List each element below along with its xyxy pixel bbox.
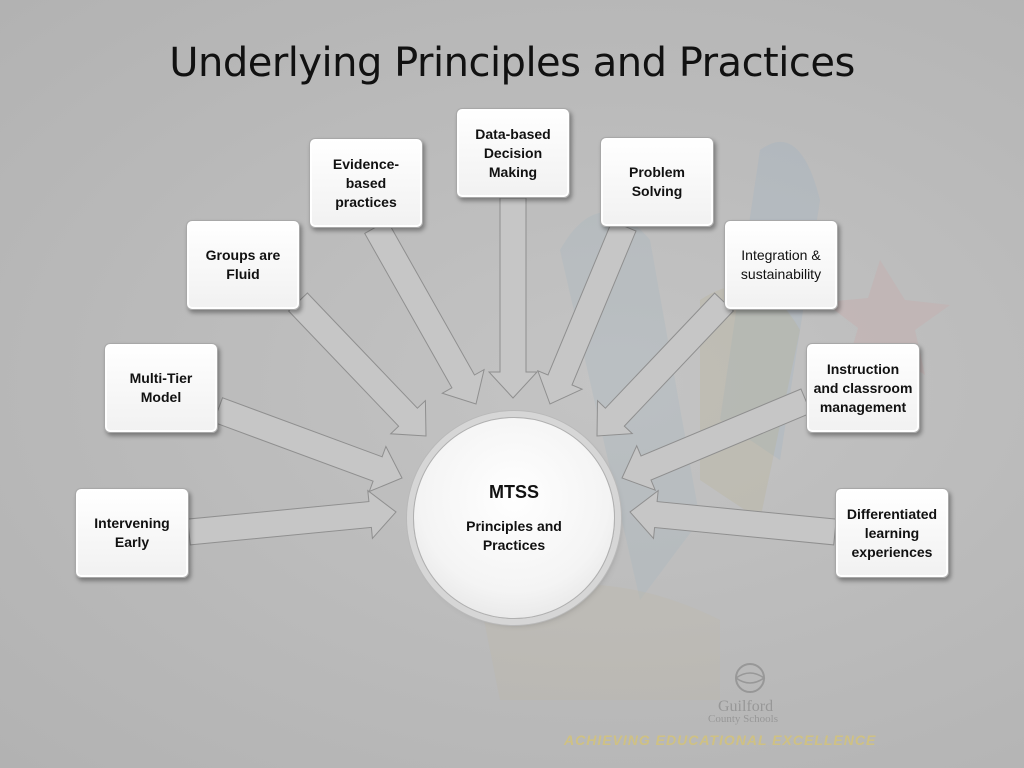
label-data-based-decision-making: Data-based Decision Making (475, 125, 551, 180)
arrow-multi-tier-model (212, 397, 403, 493)
mtss-center-circle: MTSS Principles and Practices (413, 417, 615, 619)
box-multi-tier-model: Multi-Tier Model (104, 343, 218, 433)
center-title: MTSS (488, 481, 539, 502)
arrow-integration-sustainability (596, 292, 735, 437)
logo-name: Guilford (718, 698, 774, 715)
center-subtitle: Principles and Practices (466, 517, 562, 553)
arrow-problem-solving (536, 220, 637, 405)
box-instruction-classroom-management: Instruction and classroom management (806, 343, 920, 433)
label-multi-tier-model: Multi-Tier Model (129, 370, 193, 405)
box-differentiated-learning: Differentiated learning experiences (835, 488, 949, 578)
globe-icon (735, 663, 766, 693)
label-differentiated-learning: Differentiated learning experiences (846, 505, 938, 560)
arrow-data-based-decision-making (487, 197, 539, 399)
arrow-evidence-based-practices (364, 219, 485, 405)
label-groups-are-fluid: Groups are Fluid (205, 247, 281, 282)
label-integration-sustainability: Integration & sustainability (740, 247, 822, 282)
box-evidence-based-practices: Evidence- based practices (309, 138, 423, 228)
box-integration-sustainability: Integration & sustainability (724, 220, 838, 310)
arrow-instruction-classroom-management (621, 388, 812, 491)
box-groups-are-fluid: Groups are Fluid (186, 220, 300, 310)
box-problem-solving: Problem Solving (600, 137, 714, 227)
box-intervening-early: Intervening Early (75, 488, 189, 578)
district-logo: Guilford County Schools (700, 660, 800, 730)
logo-subname: County Schools (708, 713, 778, 725)
label-intervening-early: Intervening Early (94, 515, 170, 550)
arrow-groups-are-fluid (287, 292, 427, 437)
footer-tagline: ACHIEVING EDUCATIONAL EXCELLENCE (564, 732, 877, 748)
label-instruction-classroom-management: Instruction and classroom management (813, 360, 913, 415)
box-data-based-decision-making: Data-based Decision Making (456, 108, 570, 198)
arrow-intervening-early (187, 489, 397, 546)
page-title: Underlying Principles and Practices (169, 40, 855, 86)
label-evidence-based-practices: Evidence- based practices (332, 155, 400, 210)
arrow-differentiated-learning (629, 489, 837, 546)
label-problem-solving: Problem Solving (628, 164, 685, 199)
